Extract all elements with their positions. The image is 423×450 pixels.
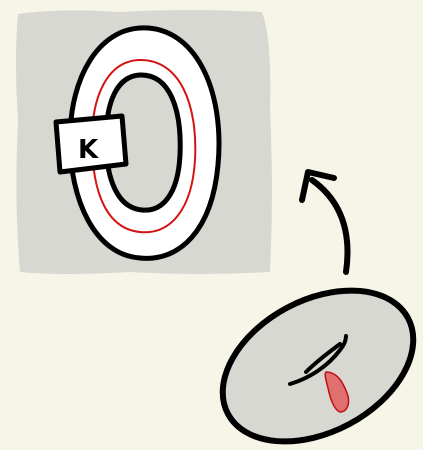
arrow-shaft [312, 180, 348, 272]
disk-body [197, 260, 423, 450]
k-label: K [78, 135, 99, 165]
disk [197, 260, 423, 450]
arrow [302, 172, 348, 272]
